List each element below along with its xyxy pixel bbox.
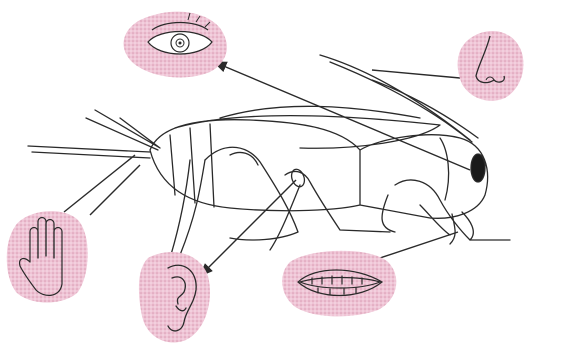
wing-top [175, 116, 440, 149]
cercus-left [28, 146, 150, 152]
nose-icon [458, 31, 524, 101]
front-leg [395, 180, 510, 240]
abdomen [150, 120, 360, 211]
nose-pointer [372, 70, 460, 78]
hand-pointer [64, 155, 135, 212]
compound-eye [471, 154, 485, 182]
head-line [440, 138, 449, 200]
middle-leg [285, 171, 390, 232]
mouthparts [462, 212, 473, 240]
pointer-lines [64, 62, 470, 276]
ear-icon [139, 252, 210, 343]
hind-femur [205, 147, 298, 240]
eye-icon [124, 12, 227, 78]
thorax [360, 135, 488, 219]
hand-icon [7, 211, 88, 302]
cercus-upper [95, 110, 160, 148]
mouth-icon [282, 251, 396, 317]
mouth-pointer [380, 232, 458, 258]
